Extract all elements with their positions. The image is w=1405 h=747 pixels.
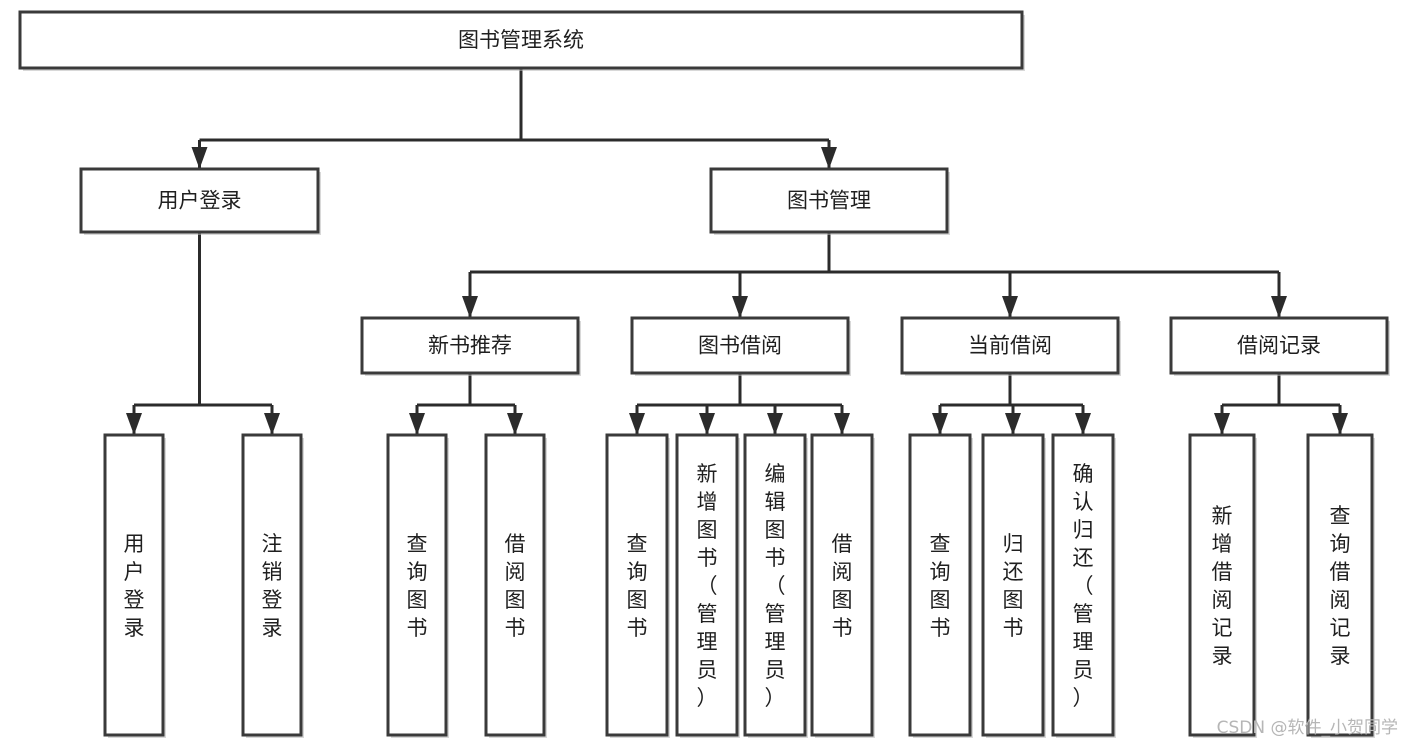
arrow-head-icon [767, 413, 783, 435]
arrow-head-icon [629, 413, 645, 435]
node-rect[interactable] [241, 433, 303, 737]
node-new-book-recommend[interactable]: 新书推荐 [360, 316, 581, 376]
node-label: 新增借阅记录 [1212, 504, 1233, 668]
node-root[interactable]: 图书管理系统 [18, 10, 1025, 71]
node-label: 用户登录 [124, 532, 145, 640]
arrow-head-icon [732, 296, 748, 318]
arrow-head-icon [462, 296, 478, 318]
node-leaf-record-query[interactable]: 查询借阅记录 [1306, 433, 1375, 738]
arrow-head-icon [1271, 296, 1287, 318]
node-rect[interactable] [900, 316, 1120, 375]
csdn-watermark: CSDN @软件_小贺同学 [1217, 718, 1398, 738]
node-label: 新增图书（管理员） [697, 462, 718, 710]
node-label: 图书管理 [787, 189, 871, 213]
node-leaf-borrow-add-book[interactable]: 新增图书（管理员） [675, 433, 740, 738]
node-leaf-current-confirm-return[interactable]: 确认归还（管理员） [1051, 433, 1116, 738]
node-rect[interactable] [981, 433, 1045, 737]
arrow-head-icon [932, 413, 948, 435]
node-leaf-record-add[interactable]: 新增借阅记录 [1188, 433, 1257, 738]
node-borrow-record[interactable]: 借阅记录 [1169, 316, 1390, 376]
node-label: 注销登录 [262, 532, 283, 640]
node-label: 新书推荐 [428, 334, 512, 358]
connector-layer [126, 68, 1348, 435]
node-label: 当前借阅 [968, 334, 1052, 358]
node-rect[interactable] [630, 316, 850, 375]
node-rect[interactable] [605, 433, 669, 737]
node-rect[interactable] [675, 433, 739, 737]
node-leaf-borrow-borrow-book[interactable]: 借阅图书 [810, 433, 875, 738]
node-label: 用户登录 [158, 189, 242, 213]
arrow-head-icon [126, 413, 142, 435]
node-label: 图书借阅 [698, 334, 782, 358]
arrow-head-icon [264, 413, 280, 435]
node-rect[interactable] [103, 433, 165, 737]
node-leaf-user-logout[interactable]: 注销登录 [241, 433, 304, 738]
node-label: 借阅记录 [1237, 334, 1321, 358]
arrow-head-icon [1332, 413, 1348, 435]
node-leaf-borrow-query-book[interactable]: 查询图书 [605, 433, 670, 738]
node-rect[interactable] [18, 10, 1024, 70]
node-rect[interactable] [1306, 433, 1374, 737]
node-leaf-recommend-query-book[interactable]: 查询图书 [386, 433, 449, 738]
node-label: 借阅图书 [505, 532, 526, 640]
node-current-borrow[interactable]: 当前借阅 [900, 316, 1121, 376]
arrow-head-icon [834, 413, 850, 435]
arrow-head-icon [1075, 413, 1091, 435]
node-rect[interactable] [386, 433, 448, 737]
node-rect[interactable] [1188, 433, 1256, 737]
node-label: 查询图书 [930, 532, 951, 640]
arrow-head-icon [191, 147, 208, 169]
node-rect[interactable] [743, 433, 807, 737]
arrow-head-icon [821, 147, 837, 169]
arrow-head-icon [1002, 296, 1018, 318]
node-user-login[interactable]: 用户登录 [79, 167, 321, 235]
arrow-head-icon [1005, 413, 1021, 435]
node-leaf-current-return-book[interactable]: 归还图书 [981, 433, 1046, 738]
node-label: 图书管理系统 [458, 28, 584, 52]
node-label: 编辑图书（管理员） [765, 462, 786, 710]
node-rect[interactable] [709, 167, 949, 234]
node-leaf-borrow-edit-book[interactable]: 编辑图书（管理员） [743, 433, 808, 738]
node-label: 归还图书 [1003, 532, 1024, 640]
arrow-head-icon [1214, 413, 1230, 435]
node-label: 查询图书 [407, 532, 428, 640]
arrow-head-icon [409, 413, 425, 435]
node-book-manage[interactable]: 图书管理 [709, 167, 950, 235]
node-rect[interactable] [908, 433, 972, 737]
node-book-borrow[interactable]: 图书借阅 [630, 316, 851, 376]
arrow-head-icon [507, 413, 523, 435]
node-leaf-recommend-borrow-book[interactable]: 借阅图书 [484, 433, 547, 738]
node-rect[interactable] [79, 167, 320, 234]
node-leaf-current-query-book[interactable]: 查询图书 [908, 433, 973, 738]
node-rect[interactable] [484, 433, 546, 737]
node-label: 查询借阅记录 [1330, 504, 1351, 668]
node-leaf-user-login[interactable]: 用户登录 [103, 433, 166, 738]
node-label: 确认归还（管理员） [1073, 462, 1094, 710]
node-layer: 图书管理系统用户登录图书管理新书推荐图书借阅当前借阅借阅记录用户登录注销登录查询… [18, 10, 1390, 738]
node-rect[interactable] [1051, 433, 1115, 737]
arrow-head-icon [699, 413, 715, 435]
node-rect[interactable] [1169, 316, 1389, 375]
node-rect[interactable] [810, 433, 874, 737]
node-label: 查询图书 [627, 532, 648, 640]
node-rect[interactable] [360, 316, 580, 375]
node-label: 借阅图书 [832, 532, 853, 640]
